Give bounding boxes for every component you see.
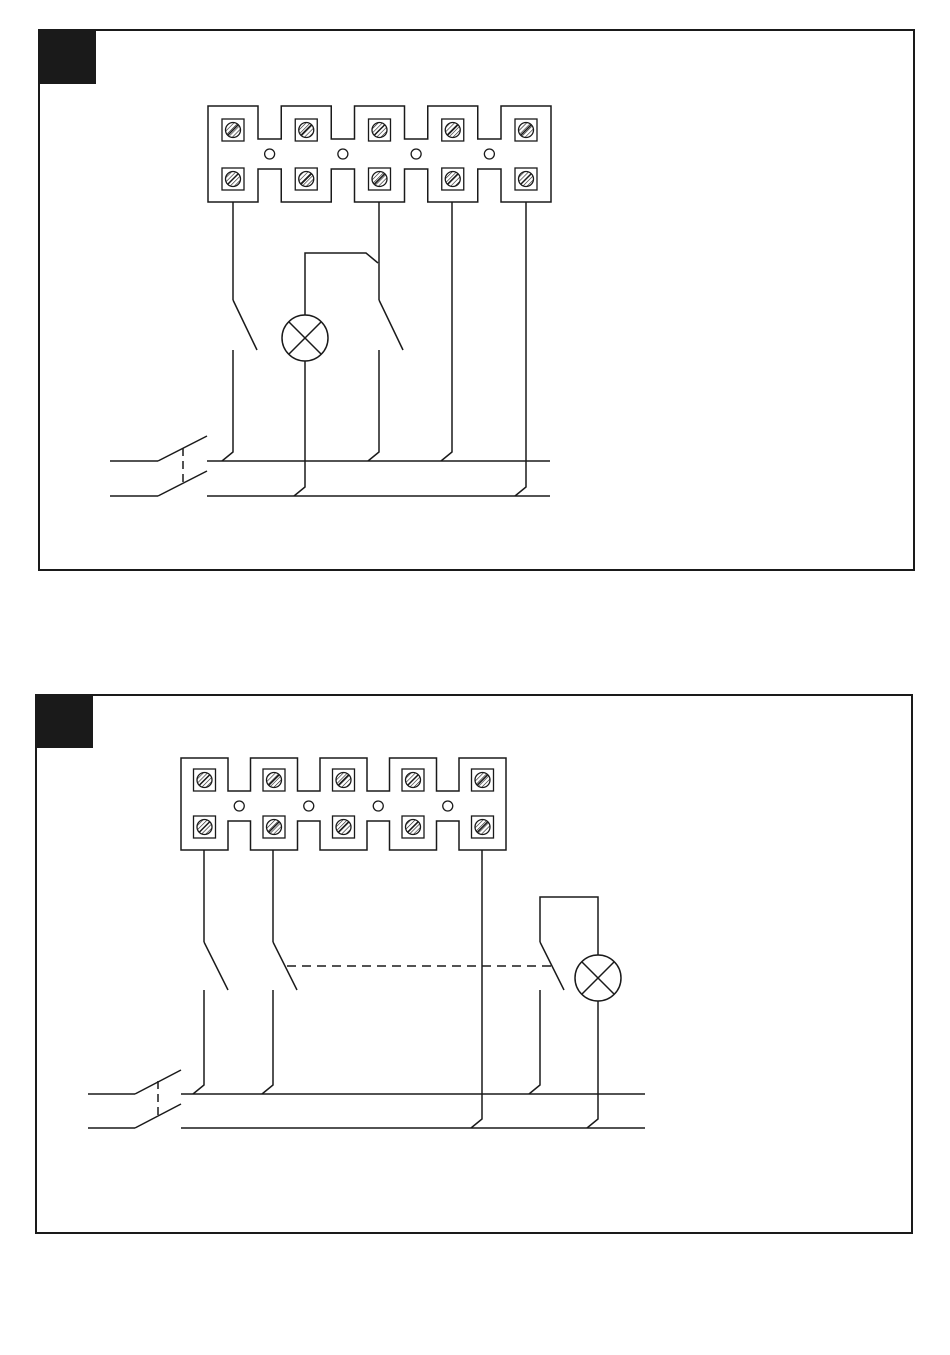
main-switch-icon: [88, 1070, 181, 1128]
switch-contact-icon: [233, 300, 257, 350]
terminal-block-2: [181, 758, 506, 850]
screw-icon: [369, 119, 391, 141]
screw-icon: [222, 119, 244, 141]
screw-icon: [295, 168, 317, 190]
panel-2-wires: [193, 850, 598, 1128]
screw-icon: [402, 769, 424, 791]
lamp-icon: [575, 955, 621, 1001]
screw-icon: [442, 119, 464, 141]
screw-icon: [472, 816, 494, 838]
screw-icon: [333, 769, 355, 791]
screw-icon: [263, 816, 285, 838]
mounting-hole-icon: [234, 801, 244, 811]
mounting-hole-icon: [443, 801, 453, 811]
screw-icon: [472, 769, 494, 791]
panel-1-number-badge: [40, 31, 96, 84]
mounting-hole-icon: [304, 801, 314, 811]
panel-1: [39, 30, 914, 570]
screw-icon: [333, 816, 355, 838]
main-switch-icon: [110, 436, 207, 496]
screw-icon: [402, 816, 424, 838]
screw-icon: [194, 816, 216, 838]
screw-icon: [442, 168, 464, 190]
screw-icon: [515, 168, 537, 190]
mounting-hole-icon: [373, 801, 383, 811]
switch-contact-icon: [204, 942, 228, 990]
mounting-hole-icon: [411, 149, 421, 159]
panel-1-wires: [222, 202, 526, 496]
screw-icon: [369, 168, 391, 190]
mounting-hole-icon: [338, 149, 348, 159]
lamp-icon: [282, 315, 328, 361]
screw-icon: [194, 769, 216, 791]
mounting-hole-icon: [484, 149, 494, 159]
screw-icon: [295, 119, 317, 141]
panel-2-number-badge: [37, 696, 93, 748]
switch-contact-icon: [379, 300, 403, 350]
screw-icon: [263, 769, 285, 791]
screw-icon: [222, 168, 244, 190]
panel-2: [36, 695, 912, 1233]
terminal-block-1: [208, 106, 551, 202]
mounting-hole-icon: [265, 149, 275, 159]
screw-icon: [515, 119, 537, 141]
